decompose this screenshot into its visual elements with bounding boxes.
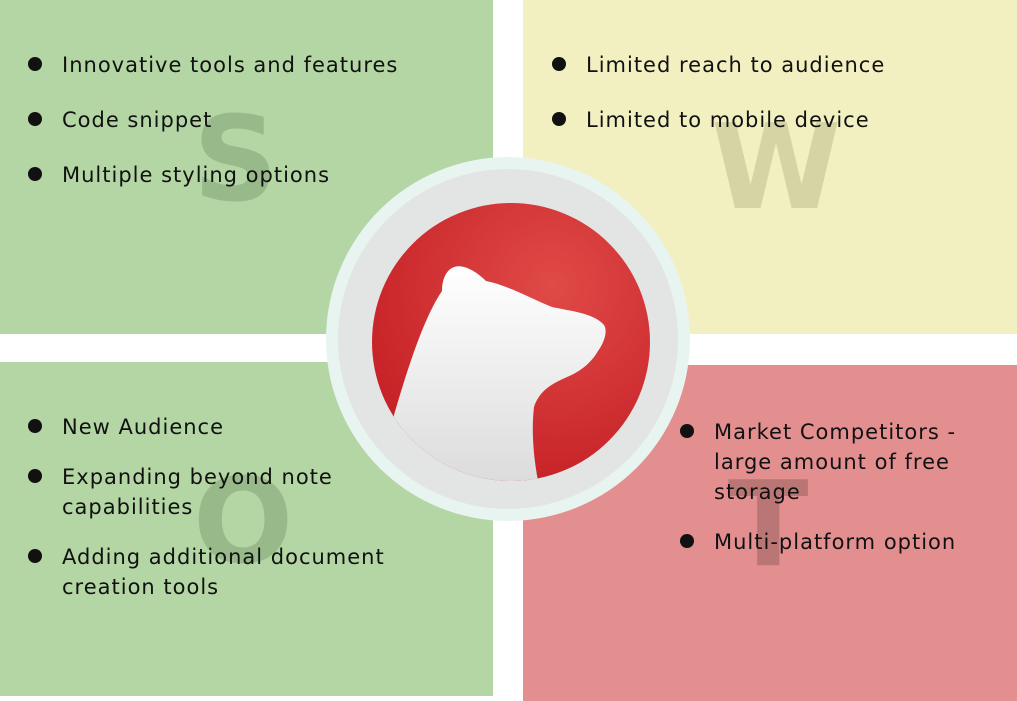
weaknesses-list: Limited reach to audience Limited to mob… (552, 50, 992, 160)
strengths-list: Innovative tools and features Code snipp… (28, 50, 458, 215)
list-item: Limited reach to audience (552, 50, 992, 80)
list-item: Expanding beyond note capabilities (28, 462, 458, 522)
opportunities-list: New Audience Expanding beyond note capab… (28, 412, 458, 622)
list-item: Multi-platform option (680, 527, 990, 557)
threats-list: Market Competitors - large amount of fre… (680, 417, 990, 577)
list-item: Code snippet (28, 105, 458, 135)
list-item: Limited to mobile device (552, 105, 992, 135)
list-item: Adding additional document creation tool… (28, 542, 458, 602)
list-item: Multiple styling options (28, 160, 458, 190)
list-item: Innovative tools and features (28, 50, 458, 80)
bear-icon (372, 203, 650, 481)
list-item: New Audience (28, 412, 458, 442)
bear-silhouette (387, 266, 606, 481)
list-item: Market Competitors - large amount of fre… (680, 417, 990, 507)
